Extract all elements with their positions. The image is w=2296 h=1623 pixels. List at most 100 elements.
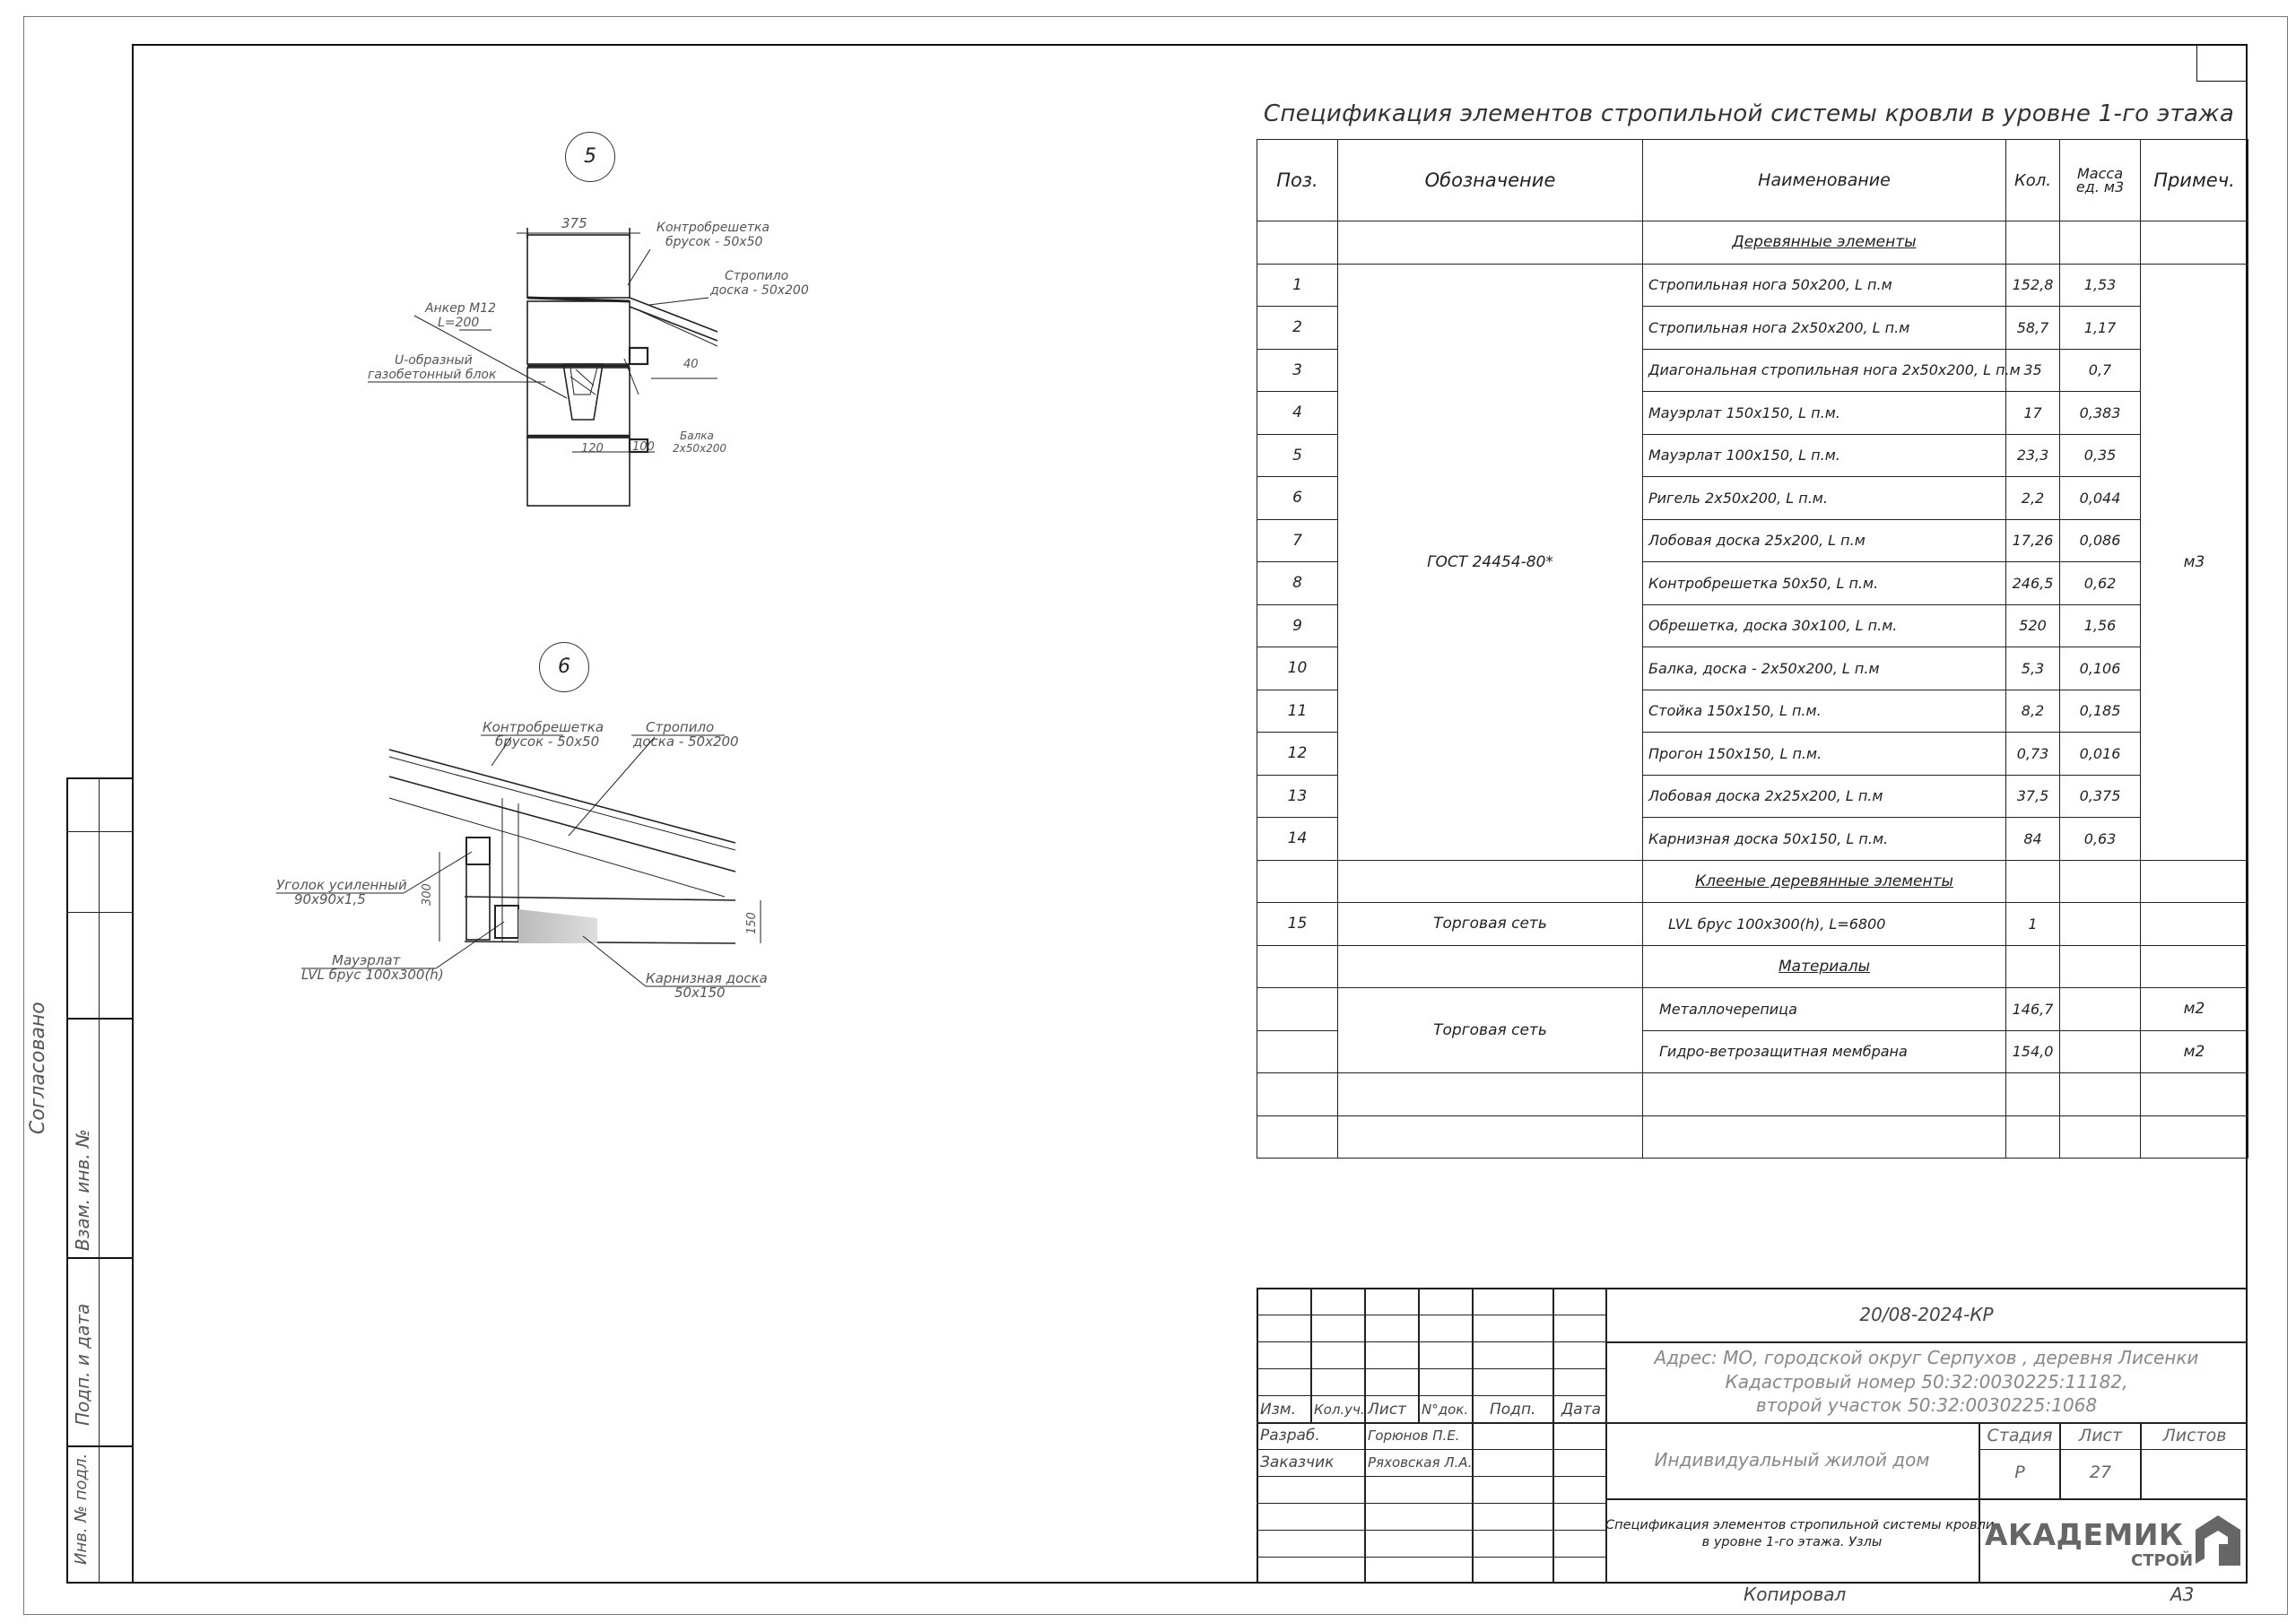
row-mass: 1,53 [2059, 263, 2141, 307]
row-pos: 6 [1257, 476, 1338, 520]
node5-u-block-2: газобетонный блок [368, 368, 497, 382]
node6-eaves-size: 50х150 [674, 985, 726, 1001]
row-mass: 1,17 [2059, 306, 2141, 350]
header-mass: Масса ед. м3 [2059, 139, 2141, 221]
row-qty: 246,5 [2005, 561, 2060, 605]
node5-dim-100: 100 [632, 440, 655, 454]
left-strip [66, 777, 133, 1584]
row-pos: 10 [1257, 647, 1338, 690]
col-kol-uch: Кол.уч. [1314, 1402, 1365, 1418]
row-qty: 152,8 [2005, 263, 2060, 307]
row-mass: 0,35 [2059, 433, 2141, 477]
agreed-label: Согласовано [27, 1002, 49, 1134]
node6-rafter-size: доска - 50х200 [632, 733, 739, 750]
node6-dim-150: 150 [745, 912, 759, 934]
empty-cell [2059, 1029, 2141, 1073]
empty-cell [2140, 859, 2248, 903]
node-6-marker: 6 [539, 642, 589, 692]
node5-beam-size: 2х50х200 [673, 442, 726, 455]
node5-beam: Балка [680, 430, 714, 442]
logo-sub-text: СТРОЙ [2131, 1551, 2194, 1570]
material-note: м2 [2140, 987, 2248, 1031]
developer-label: Разраб. [1260, 1427, 1320, 1445]
row-qty: 1 [2005, 902, 2060, 946]
empty-cell [2005, 859, 2060, 903]
empty-cell [1257, 859, 1338, 903]
row-name: Стропильная нога 2х50х200, L п.м [1642, 306, 2006, 350]
row-pos: 9 [1257, 603, 1338, 647]
empty-cell [1257, 987, 1338, 1031]
group-row-materials: Материалы [1257, 944, 2248, 988]
col-list: Лист [1368, 1401, 1407, 1419]
row-mass: 0,106 [2059, 647, 2141, 690]
logo-main-text: АКАДЕМИК [1985, 1517, 2184, 1552]
row-mass: 0,375 [2059, 774, 2141, 818]
node-6-drawing: Контробрешетка брусок - 50х50 Стропило д… [276, 719, 768, 1001]
row-qty: 2,2 [2005, 476, 2060, 520]
node5-dim-40: 40 [683, 358, 699, 371]
row-designation-gost: ГОСТ 24454-80* [1337, 263, 1643, 861]
empty-row [1257, 1072, 2248, 1116]
code: 20/08-2024-КР [1859, 1304, 1994, 1325]
empty-cell [2059, 944, 2141, 988]
empty-cell [2005, 1072, 2060, 1116]
empty-cell [2005, 1115, 2060, 1159]
empty-cell [2059, 987, 2141, 1031]
row-name: Контробрешетка 50х50, L п.м. [1642, 561, 2006, 605]
row-name: Стойка 150х150, L п.м. [1642, 689, 2006, 733]
row-pos: 4 [1257, 391, 1338, 435]
empty-cell [2140, 944, 2248, 988]
sheet-title-2: в уровне 1-го этажа. Узлы [1701, 1535, 1883, 1549]
node5-u-block-1: U-образный [395, 353, 473, 368]
sheet-value: 27 [2089, 1462, 2112, 1482]
format-label: А3 [2170, 1584, 2195, 1605]
object-name: Индивидуальный жилой дом [1654, 1449, 1930, 1471]
node6-mauerlat: Мауэрлат [332, 952, 402, 968]
row-designation: Торговая сеть [1337, 902, 1643, 946]
row-name: Ригель 2х50х200, L п.м. [1642, 476, 2006, 520]
empty-cell [1642, 1115, 2006, 1159]
row-pos: 5 [1257, 433, 1338, 477]
row-pos: 14 [1257, 817, 1338, 861]
col-date: Дата [1561, 1401, 1602, 1419]
spec-row: 3 Диагональная стропильная нога 2х50х200,… [1257, 348, 2248, 392]
inv-orig-label: Инв. № подл. [72, 1453, 91, 1565]
logo-house-icon [2196, 1515, 2240, 1566]
row-name: Лобовая доска 25х200, L п.м [1642, 518, 2006, 562]
empty-cell [2140, 1115, 2248, 1159]
row-name: Мауэрлат 150х150, L п.м. [1642, 391, 2006, 435]
row-note-m3: м3 [2140, 263, 2248, 861]
row-mass: 0,62 [2059, 561, 2141, 605]
node5-anchor: Анкер М12 [424, 301, 496, 316]
node5-dim-120: 120 [581, 442, 604, 456]
node6-counter-batten: Контробрешетка [483, 719, 604, 735]
empty-cell [1257, 1072, 1338, 1116]
outer-border [23, 16, 2288, 1615]
row-pos: 12 [1257, 732, 1338, 776]
empty-cell [1337, 1072, 1643, 1116]
node6-angle: Уголок усиленный [276, 877, 407, 893]
row-pos: 3 [1257, 348, 1338, 392]
row-qty: 520 [2005, 603, 2060, 647]
empty-cell [1257, 944, 1338, 988]
row-name: Диагональная стропильная нога 2х50х200, … [1642, 348, 2021, 392]
row-qty: 17 [2005, 391, 2060, 435]
row-mass: 0,016 [2059, 732, 2141, 776]
row-pos: 11 [1257, 689, 1338, 733]
spec-header-row: Поз. Обозначение Наименование Кол. Масса… [1257, 139, 2248, 221]
sign-date-label: Подп. и дата [72, 1303, 93, 1426]
node5-counter-batten-size: брусок - 50х50 [665, 235, 762, 249]
empty-cell [2059, 1072, 2141, 1116]
address-line-2: Кадастровый номер 50:32:0030225:11182, [1725, 1371, 2128, 1393]
header-pos: Поз. [1257, 139, 1338, 221]
empty-cell [1257, 1115, 1338, 1159]
node6-counter-batten-size: брусок - 50х50 [495, 733, 599, 750]
empty-cell [2059, 1115, 2141, 1159]
